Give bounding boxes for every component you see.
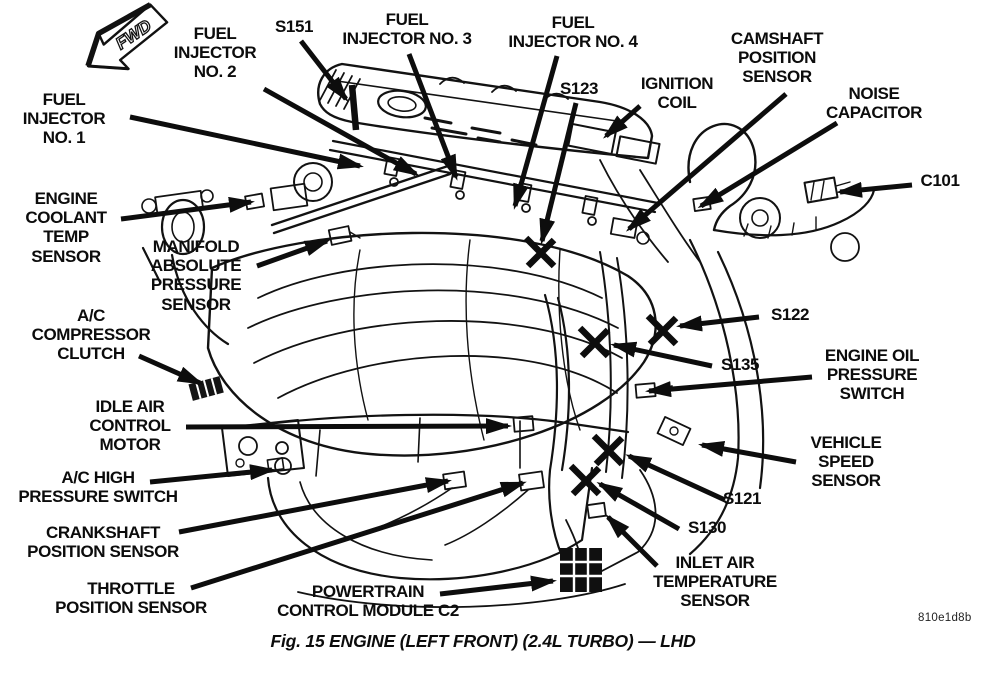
leader-s123 [539,102,579,245]
callout-ignition-coil: IGNITION COIL [640,74,714,113]
leader-ignition-coil [603,104,642,139]
leader-vehicle-speed-sensor [698,441,797,465]
callout-crankshaft-position-sensor: CRANKSHAFT POSITION SENSOR [27,523,179,562]
leader-lines [120,39,913,597]
splice-x-s130 [568,463,602,497]
callout-fuel-injector-3: FUEL INJECTOR NO. 3 [342,10,472,49]
callout-inlet-air-temperature-sensor: INLET AIR TEMPERATURE SENSOR [653,553,777,611]
leader-s135 [610,341,713,369]
splice-x-s121 [591,433,625,467]
leader-ac-high-pressure-switch [149,464,276,485]
leader-s121 [625,453,727,503]
callout-s122: S122 [770,305,810,324]
callout-ac-high-pressure-switch: A/C HIGH PRESSURE SWITCH [18,468,178,507]
fwd-direction-arrow: FWD [85,2,169,71]
leader-inlet-air-temperature-sensor [605,514,659,568]
leader-engine-coolant-temp-sensor [120,196,255,222]
leader-fuel-injector-2 [262,86,420,177]
callout-idle-air-control-motor: IDLE AIR CONTROL MOTOR [89,397,171,455]
callout-engine-oil-pressure-switch: ENGINE OIL PRESSURE SWITCH [824,346,920,404]
leader-camshaft-position-sensor [625,92,788,232]
callout-engine-coolant-temp-sensor: ENGINE COOLANT TEMP SENSOR [25,189,107,266]
leader-fuel-injector-3 [406,53,459,181]
leader-fuel-injector-1 [129,114,364,170]
leader-ac-compressor-clutch [137,353,204,386]
leader-engine-oil-pressure-switch [645,374,813,398]
callout-s151: S151 [274,17,314,36]
callout-fuel-injector-1: FUEL INJECTOR NO. 1 [22,90,106,148]
callout-ac-compressor-clutch: A/C COMPRESSOR CLUTCH [31,306,151,364]
engine-line-art [141,62,876,609]
leader-s130 [596,481,681,532]
callout-fuel-injector-4: FUEL INJECTOR NO. 4 [508,13,638,52]
callout-camshaft-position-sensor: CAMSHAFT POSITION SENSOR [730,29,824,87]
figure-caption: Fig. 15 ENGINE (LEFT FRONT) (2.4L TURBO)… [270,631,696,651]
leader-crankshaft-position-sensor [178,477,452,535]
splice-x-s135 [577,325,611,359]
leader-s122 [676,314,760,332]
leader-throttle-position-sensor [190,480,527,591]
pcm-connector-art [560,519,602,592]
leader-s151 [299,39,349,103]
leader-c101 [836,181,913,198]
leader-powertrain-control-module [439,575,557,597]
callout-s130: S130 [687,518,727,537]
callout-s135: S135 [720,355,760,374]
callout-throttle-position-sensor: THROTTLE POSITION SENSOR [55,579,207,618]
leader-noise-capacitor [697,120,839,209]
callout-powertrain-control-module: POWERTRAIN CONTROL MODULE C2 [277,582,459,621]
leader-fuel-injector-4 [512,55,560,210]
splice-tick-s151 [348,84,360,131]
callout-noise-capacitor: NOISE CAPACITOR [826,84,922,123]
leader-idle-air-control-motor [185,418,512,435]
callout-s121: S121 [722,489,762,508]
splice-x-s122 [645,313,679,347]
callout-fuel-injector-2: FUEL INJECTOR NO. 2 [173,24,257,82]
callout-vehicle-speed-sensor: VEHICLE SPEED SENSOR [810,433,882,491]
reference-code: 810e1d8b [918,612,972,624]
leader-map-sensor [256,238,331,269]
callout-manifold-absolute-pressure-sensor: MANIFOLD ABSOLUTE PRESSURE SENSOR [150,237,242,314]
callout-c101: C101 [920,171,960,190]
splice-x-marks [348,84,679,497]
callout-s123: S123 [559,79,599,98]
splice-x-s123 [523,235,557,269]
